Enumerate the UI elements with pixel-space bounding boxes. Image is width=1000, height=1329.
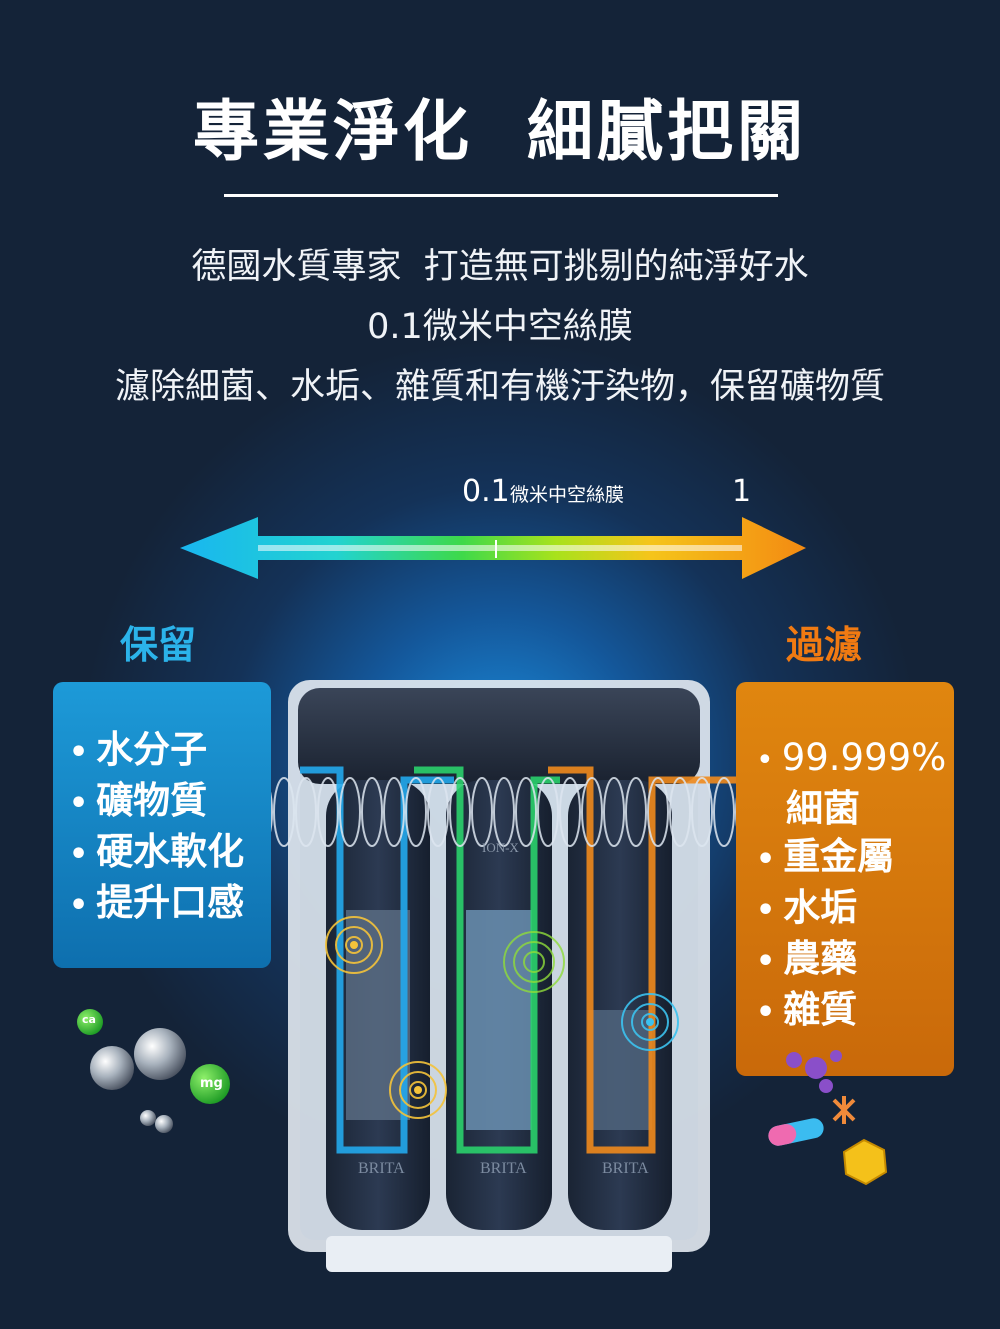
retain-item: •礦物質: [69, 779, 208, 822]
contaminants-icon: [768, 1050, 888, 1186]
subtitle-line-1: 德國水質專家 打造無可挑剔的純淨好水: [191, 247, 809, 287]
filter-item: •重金屬: [756, 835, 895, 878]
retain-panel: •水分子 •礦物質 •硬水軟化 •提升口感: [53, 682, 271, 968]
filter-item: •農藥: [756, 937, 858, 980]
subtitle-line-2: 0.1微米中空絲膜: [367, 307, 633, 347]
spectrum-arrow: [180, 517, 806, 579]
filter-item: •99.999%: [756, 736, 947, 779]
brand-label-3: BRITA: [602, 1160, 649, 1177]
cartridge-middle-label: ION-X: [482, 840, 519, 855]
filter-panel: •99.999% 細菌 •重金屬 •水垢 •農藥 •雜質: [736, 682, 954, 1076]
filter-list: •99.999% 細菌 •重金屬 •水垢 •農藥 •雜質: [756, 734, 946, 1037]
page-title: 專業淨化 細膩把關: [193, 93, 807, 170]
calcium-icon-label: ca: [82, 1013, 96, 1026]
filter-item: 細菌: [786, 787, 860, 830]
brand-label-1: BRITA: [358, 1160, 405, 1177]
magnesium-icon-label: mg: [200, 1076, 223, 1091]
mineral-balls-icon: [77, 1009, 230, 1133]
filter-heading: 過濾: [786, 623, 863, 667]
retain-item: •硬水軟化: [69, 830, 245, 873]
subtitle-line-3: 濾除細菌、水垢、雜質和有機汙染物，保留礦物質: [114, 367, 885, 407]
scale-value-right: 1: [732, 474, 752, 509]
retain-list: •水分子 •礦物質 •硬水軟化 •提升口感: [69, 726, 244, 930]
scale-membrane-label: 微米中空絲膜: [510, 484, 625, 506]
title-divider: [224, 194, 778, 197]
retain-heading: 保留: [120, 623, 197, 667]
filter-item: •雜質: [756, 988, 858, 1031]
brand-label-2: BRITA: [480, 1160, 527, 1177]
filter-item: •水垢: [756, 886, 858, 929]
retain-item: •提升口感: [69, 881, 245, 924]
scale-value-left: 0.1: [462, 474, 510, 509]
retain-item: •水分子: [69, 728, 208, 771]
